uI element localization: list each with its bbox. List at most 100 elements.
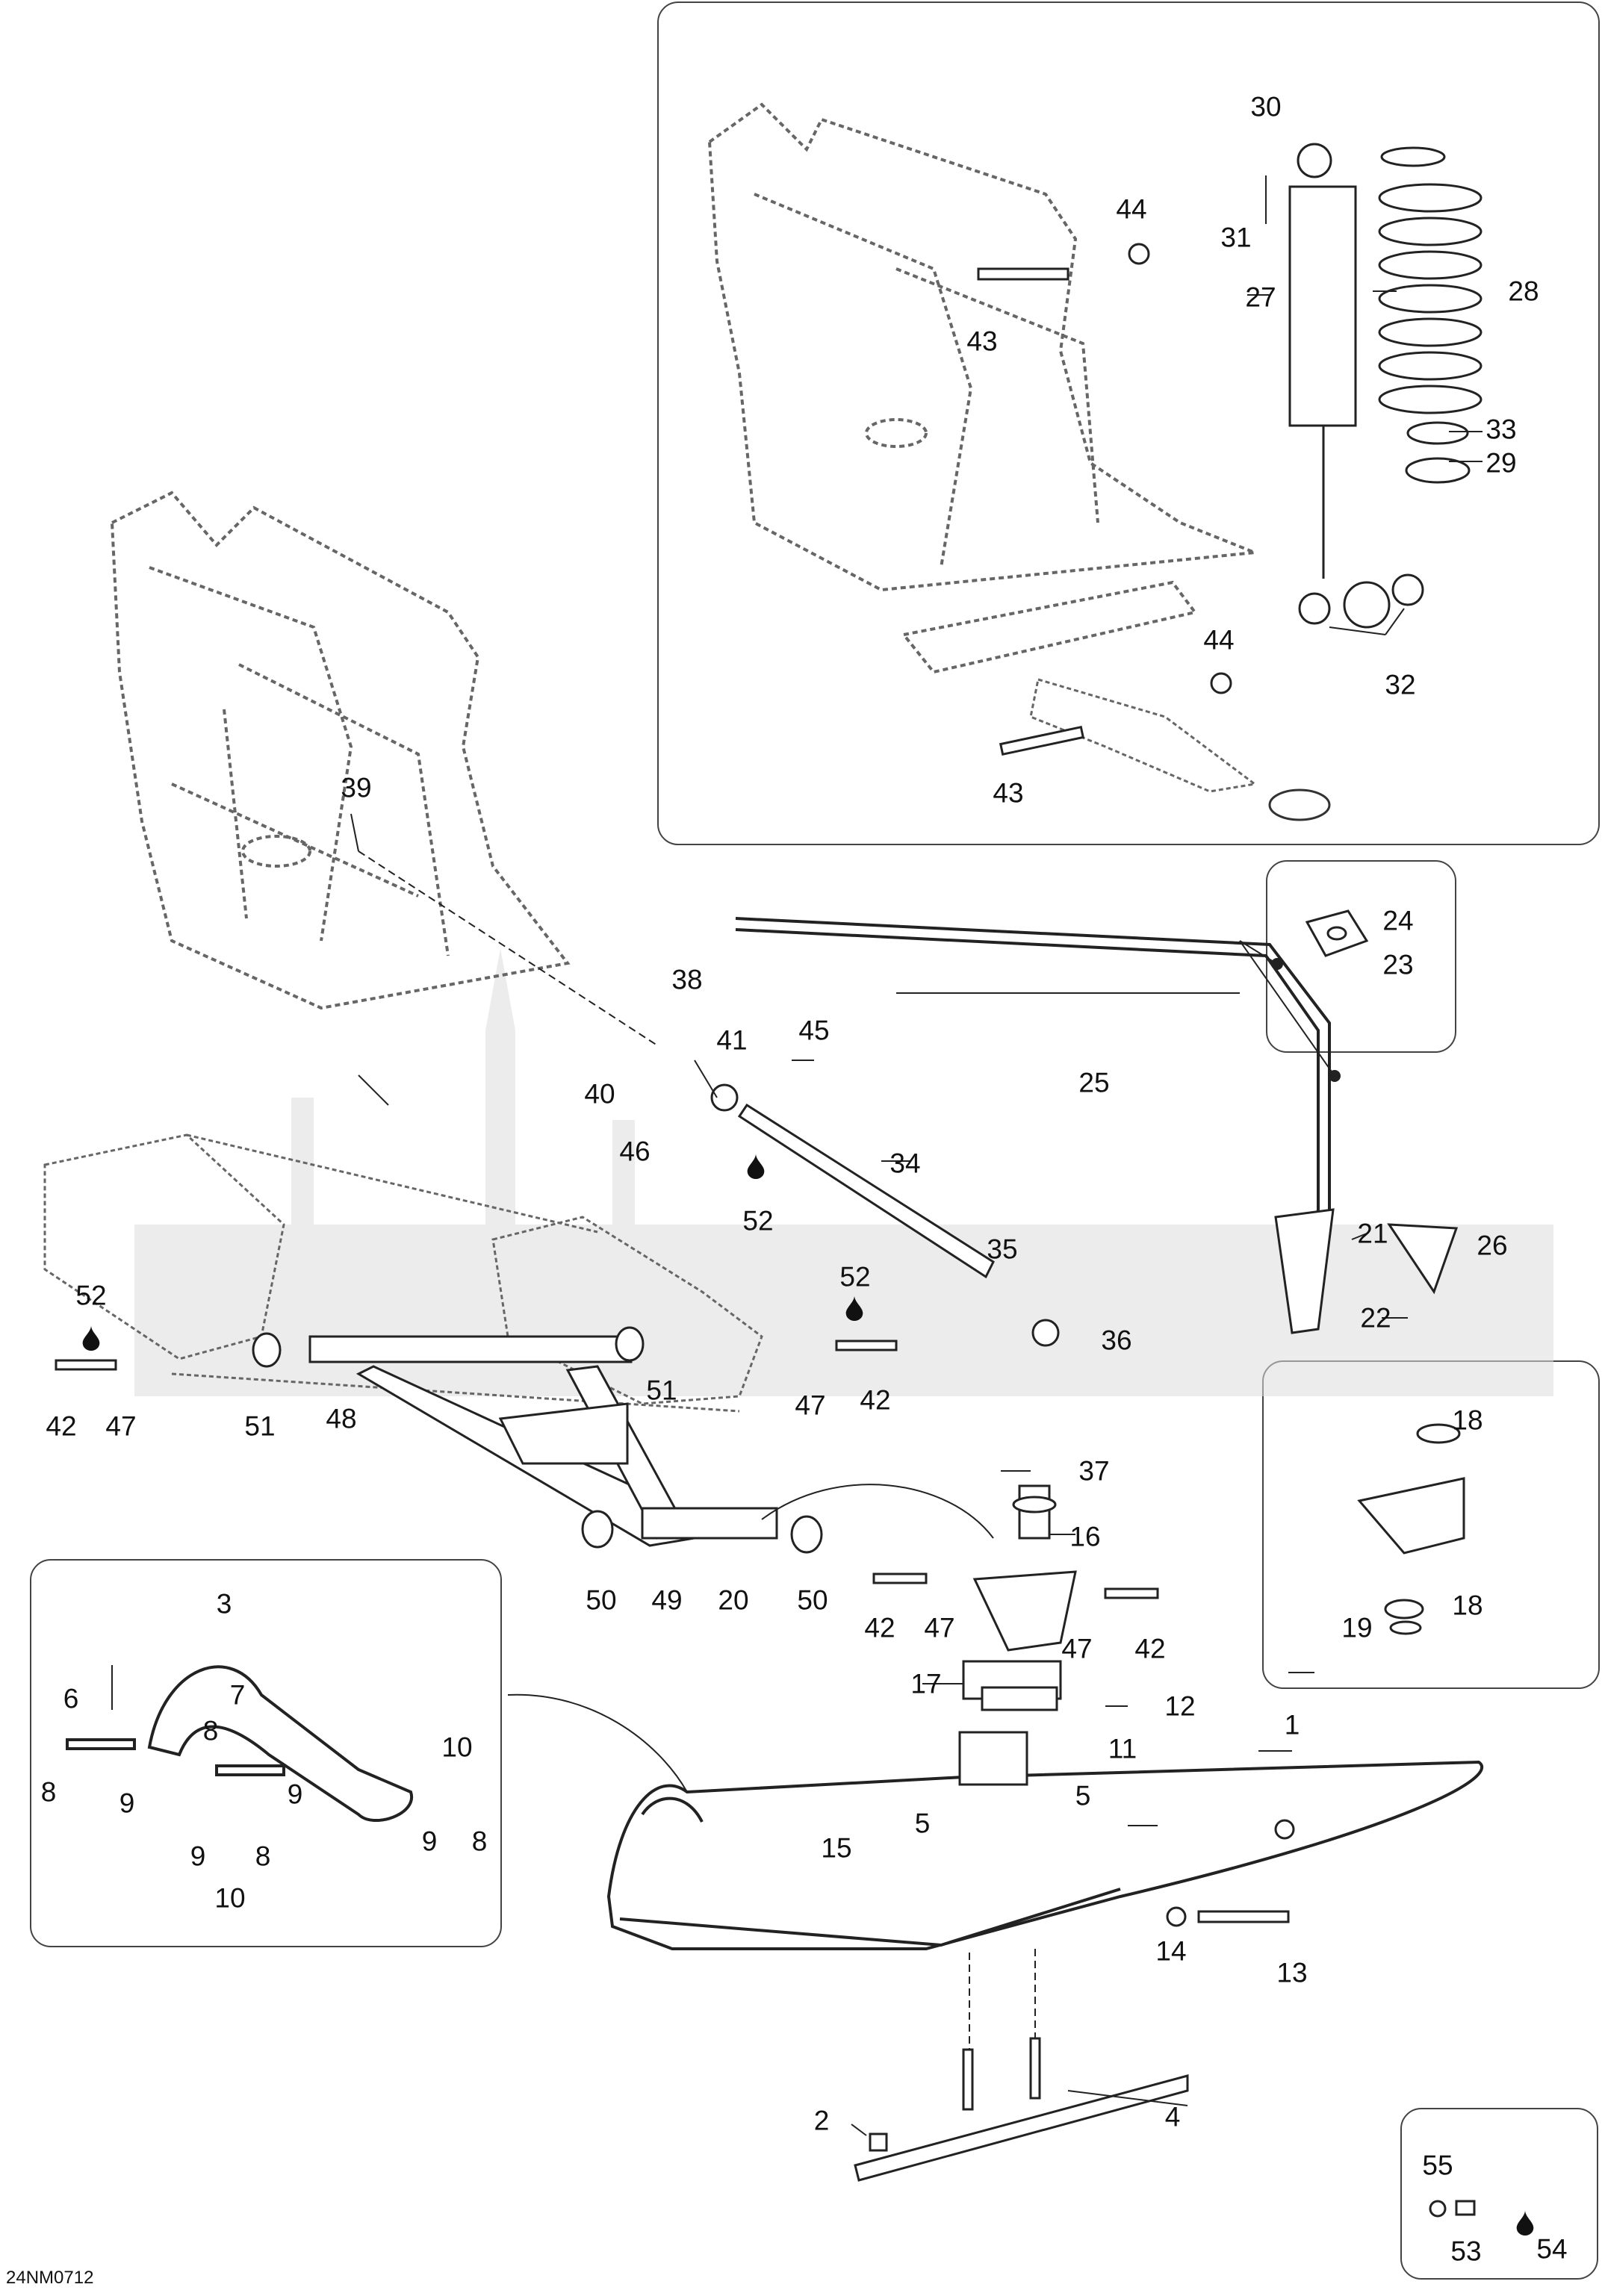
- callout-24: 24: [1382, 905, 1414, 936]
- a-arm: [308, 1335, 778, 1547]
- bushings: [252, 1326, 823, 1554]
- callout-34: 34: [890, 1148, 921, 1179]
- callout-42: 42: [1134, 1633, 1166, 1664]
- callout-15: 15: [821, 1832, 852, 1864]
- ski-handle: [66, 1665, 414, 1822]
- callout-52: 52: [839, 1261, 871, 1292]
- ski: [606, 1760, 1484, 1950]
- tie-rod: [710, 1083, 1060, 1347]
- callout-10: 10: [441, 1732, 473, 1763]
- callout-46: 46: [619, 1136, 651, 1167]
- callout-35: 35: [987, 1233, 1018, 1265]
- callout-45: 45: [798, 1015, 830, 1046]
- callout-42: 42: [46, 1410, 77, 1442]
- callout-33: 33: [1485, 414, 1517, 445]
- callout-47: 47: [1061, 1633, 1093, 1664]
- callout-27: 27: [1245, 281, 1276, 313]
- callout-7: 7: [229, 1679, 246, 1711]
- callout-8: 8: [202, 1715, 219, 1746]
- callout-52: 52: [742, 1205, 774, 1236]
- callout-55: 55: [1422, 2150, 1453, 2181]
- callout-52: 52: [75, 1280, 107, 1311]
- callout-5: 5: [914, 1808, 931, 1839]
- spindle-inset-detail: [1357, 1423, 1465, 1635]
- callout-11: 11: [1108, 1733, 1137, 1764]
- callout-16: 16: [1069, 1521, 1101, 1552]
- callout-1: 1: [1284, 1709, 1300, 1740]
- spindle: [962, 1484, 1077, 1700]
- callout-19: 19: [1341, 1612, 1373, 1643]
- chassis-frame-inset: [707, 102, 1255, 674]
- leader-lines: [111, 175, 1483, 2136]
- callout-9: 9: [119, 1788, 135, 1819]
- callout-48: 48: [326, 1403, 357, 1434]
- callout-31: 31: [1220, 222, 1252, 253]
- callout-8: 8: [471, 1826, 488, 1857]
- gasket: [1305, 909, 1369, 957]
- callout-17: 17: [910, 1668, 942, 1699]
- callout-36: 36: [1101, 1325, 1132, 1356]
- callout-6: 6: [63, 1683, 79, 1714]
- callout-8: 8: [40, 1776, 57, 1808]
- inset-panel-grease-fitting: [1400, 2108, 1598, 2280]
- ski-hardware: [958, 1686, 1295, 1927]
- inset-panel-shock-absorber: [657, 1, 1600, 845]
- arrow-a-arm-to-spindle: [761, 1484, 994, 1539]
- arrow-handle-to-ski: [507, 1693, 688, 1793]
- callout-40: 40: [584, 1078, 615, 1110]
- callout-51: 51: [646, 1375, 677, 1406]
- callout-37: 37: [1078, 1455, 1110, 1487]
- callout-14: 14: [1155, 1935, 1187, 1967]
- callout-9: 9: [287, 1779, 303, 1810]
- callout-49: 49: [651, 1584, 683, 1616]
- callout-22: 22: [1360, 1302, 1391, 1334]
- callout-4: 4: [1164, 2101, 1181, 2132]
- callout-28: 28: [1508, 276, 1539, 307]
- callout-9: 9: [421, 1826, 438, 1857]
- callout-41: 41: [716, 1024, 748, 1056]
- callout-9: 9: [190, 1841, 206, 1872]
- callout-30: 30: [1250, 91, 1282, 122]
- callout-32: 32: [1385, 669, 1416, 700]
- callout-23: 23: [1382, 949, 1414, 980]
- lubricant-drop-icon: [1516, 2210, 1534, 2236]
- grease-fitting: [1429, 2200, 1476, 2218]
- callout-47: 47: [924, 1612, 955, 1643]
- callout-43: 43: [993, 777, 1024, 809]
- callout-21: 21: [1357, 1218, 1388, 1249]
- callout-38: 38: [671, 964, 703, 995]
- callout-42: 42: [864, 1612, 895, 1643]
- callout-54: 54: [1536, 2233, 1568, 2265]
- callout-3: 3: [216, 1588, 232, 1620]
- callout-44: 44: [1203, 624, 1235, 656]
- steering-arm: [1274, 1208, 1459, 1334]
- callout-5: 5: [1075, 1780, 1091, 1811]
- callout-42: 42: [860, 1384, 891, 1416]
- callout-50: 50: [797, 1584, 828, 1616]
- callout-25: 25: [1078, 1067, 1110, 1098]
- callout-51: 51: [244, 1410, 276, 1442]
- lubricant-drop-icon: [82, 1325, 100, 1351]
- chassis-frame-left: [110, 491, 571, 1010]
- diagram-reference-code: 24NM0712: [6, 2268, 94, 2288]
- callout-29: 29: [1485, 447, 1517, 479]
- lubricant-drop-icon: [747, 1154, 765, 1179]
- coil-spring: [1378, 146, 1483, 484]
- inset-fasteners: [977, 243, 1232, 756]
- callout-2: 2: [813, 2105, 830, 2136]
- shock-absorber: [1288, 143, 1424, 629]
- callout-26: 26: [1477, 1230, 1508, 1261]
- bolts-42: [55, 1340, 1159, 1599]
- callout-8: 8: [255, 1841, 271, 1872]
- ski-runner: [854, 2037, 1189, 2182]
- callout-39: 39: [341, 772, 372, 803]
- callout-44: 44: [1116, 193, 1147, 225]
- callout-43: 43: [966, 326, 998, 357]
- a-arm-inset: [1029, 678, 1331, 821]
- callout-10: 10: [214, 1882, 246, 1914]
- callout-12: 12: [1164, 1690, 1196, 1722]
- callout-50: 50: [586, 1584, 617, 1616]
- callout-53: 53: [1450, 2236, 1482, 2267]
